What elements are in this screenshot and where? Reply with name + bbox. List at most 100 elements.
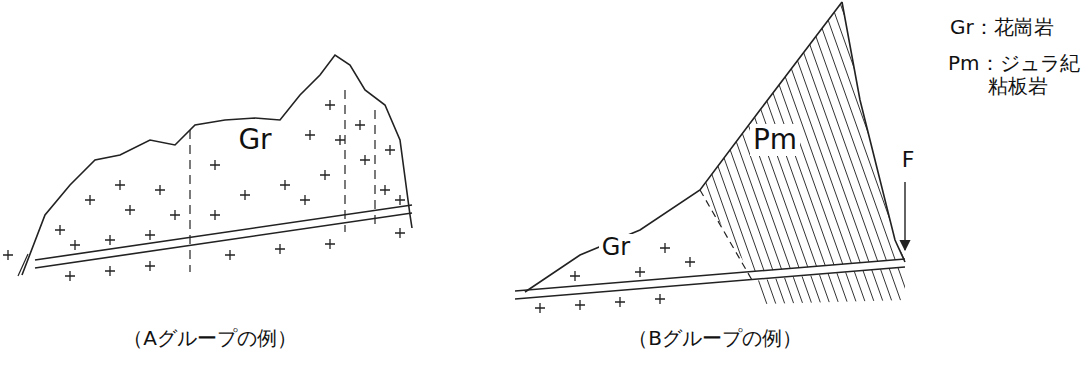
hatch-line [605, 0, 715, 310]
hatch-line [902, 0, 1012, 310]
fault-label: F [902, 147, 915, 172]
hatch-line [947, 0, 1057, 310]
hatch-line [956, 0, 1066, 310]
hatch-line [983, 0, 1091, 310]
hatch-line [848, 0, 958, 310]
hatch-line [605, 0, 715, 310]
hatch-line [929, 0, 1039, 310]
hatch-line [740, 0, 850, 310]
hatch-line [695, 0, 805, 310]
granite-mark [275, 244, 285, 254]
hatch-line [992, 0, 1091, 310]
hatch-line [569, 0, 679, 310]
granite-mark [395, 228, 405, 238]
granite-mark [660, 243, 670, 253]
hatch-line [785, 0, 895, 310]
hatch-line [848, 0, 958, 310]
hatch-line [929, 0, 1039, 310]
slate-hatching [560, 0, 1091, 310]
granite-mark [685, 257, 695, 267]
granite-mark [70, 240, 80, 250]
granite-mark [395, 195, 405, 205]
hatch-line [704, 0, 814, 310]
hatch-line [596, 0, 706, 310]
hatch-line [722, 0, 832, 310]
granite-mark [535, 303, 545, 313]
hatch-line [812, 0, 922, 310]
hatch-line [740, 0, 850, 310]
granite-mark [3, 250, 13, 260]
hatch-line [623, 0, 733, 310]
granite-mark [570, 271, 580, 281]
hatch-line [812, 0, 922, 310]
granite-mark [155, 185, 165, 195]
hatch-line [560, 0, 670, 310]
granite-mark [240, 190, 250, 200]
legend-text: Pm：ジュラ紀 粘板岩 [948, 52, 1088, 98]
granite-mark [170, 210, 180, 220]
granite-mark [85, 195, 95, 205]
granite-mark [635, 267, 645, 277]
hatch-line [695, 0, 805, 310]
hatch-line [569, 0, 679, 310]
rock-label: Gr [235, 124, 274, 156]
granite-mark [325, 239, 335, 249]
hatch-line [578, 0, 688, 310]
hatch-line [893, 0, 1003, 310]
granite-mark [380, 185, 390, 195]
granite-mark [115, 180, 125, 190]
rock-label: Gr [599, 234, 633, 262]
hatch-line [992, 0, 1091, 310]
granite-mark [105, 235, 115, 245]
hatch-line [713, 0, 823, 310]
hatch-line [866, 0, 976, 310]
hatch-line [650, 0, 760, 310]
granite-mark [105, 266, 115, 276]
hatch-line [587, 0, 697, 310]
hatch-line [614, 0, 724, 310]
granite-mark [210, 210, 220, 220]
hatch-line [956, 0, 1066, 310]
rock-label: Pm [750, 124, 800, 156]
hatch-line [785, 0, 895, 310]
hatch-line [641, 0, 751, 310]
granite-mark [615, 297, 625, 307]
hatch-line [920, 0, 1030, 310]
hatch-line [902, 0, 1012, 310]
hatch-line [722, 0, 832, 310]
hatch-line [578, 0, 688, 310]
granite-mark [320, 170, 330, 180]
hatch-line [875, 0, 985, 310]
granite-mark [145, 230, 155, 240]
granite-mark [355, 120, 365, 130]
hatch-line [938, 0, 1048, 310]
granite-mark [305, 130, 315, 140]
granite-mark [335, 135, 345, 145]
hatch-line [560, 0, 670, 310]
hatch-line [821, 0, 931, 310]
granite-mark [210, 160, 220, 170]
granite-mark [55, 225, 65, 235]
granite-mark [385, 145, 395, 155]
hatch-line [938, 0, 1048, 310]
hatch-line [911, 0, 1021, 310]
slate-hatching-below [560, 0, 1091, 310]
hatch-line [866, 0, 976, 310]
hatch-line [965, 0, 1075, 310]
hatch-line [731, 0, 841, 310]
granite-mark [280, 180, 290, 190]
granite-mark [65, 271, 75, 281]
hatch-line [623, 0, 733, 310]
hatch-line [911, 0, 1021, 310]
hatch-line [884, 0, 994, 310]
hatch-line [650, 0, 760, 310]
hatch-line [965, 0, 1075, 310]
granite-mark [655, 294, 665, 304]
hatch-line [641, 0, 751, 310]
granite-mark [325, 100, 335, 110]
granite-mark [225, 250, 235, 260]
caption-text: （Aグループの例） [123, 327, 297, 350]
granite-mark [125, 205, 135, 215]
